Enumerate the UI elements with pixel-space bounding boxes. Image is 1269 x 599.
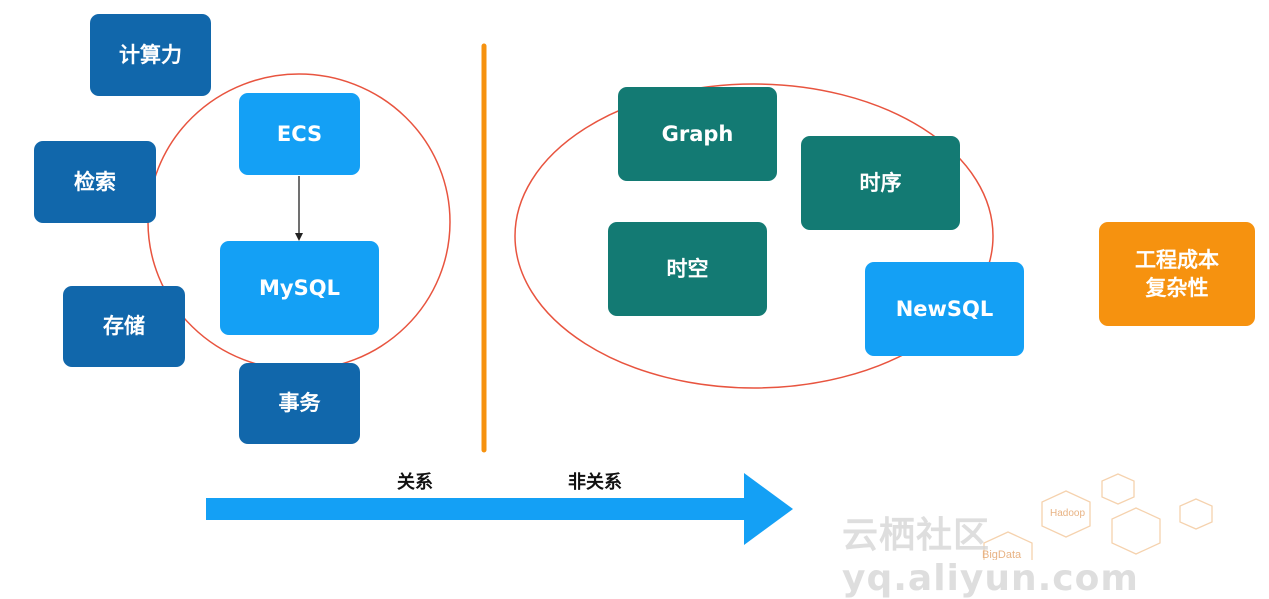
newsql-label: NewSQL — [895, 296, 994, 321]
graph-label: Graph — [661, 121, 734, 146]
spatial-label: 时空 — [666, 256, 709, 281]
nonrelational-axis-label: 非关系 — [568, 472, 622, 493]
mysql-box: MySQL — [220, 241, 379, 335]
engineering-cost-line1: 工程成本 — [1135, 247, 1219, 272]
ecs-to-mysql-arrowhead — [295, 233, 303, 241]
transaction-label: 事务 — [278, 391, 321, 416]
watermark-text: 云栖社区 yq.aliyun.com — [842, 515, 1139, 599]
timeseries-box: 时序 — [801, 136, 960, 230]
compute-label: 计算力 — [119, 42, 182, 67]
spatial-box: 时空 — [608, 222, 767, 316]
storage-label: 存储 — [103, 314, 145, 339]
axis-arrow-shaft — [206, 498, 754, 520]
diagram-lines: Hadoop BigData — [147, 43, 1213, 560]
axis-arrow-head — [744, 473, 793, 545]
engineering-cost-box: 工程成本 复杂性 — [1099, 222, 1255, 326]
watermark-hadoop: Hadoop — [1050, 508, 1085, 519]
search-box: 检索 — [34, 141, 156, 223]
ecs-label: ECS — [276, 121, 323, 146]
ecs-box: ECS — [239, 93, 360, 175]
compute-box: 计算力 — [90, 14, 211, 96]
graph-box: Graph — [618, 87, 777, 181]
engineering-cost-line2: 复杂性 — [1145, 276, 1209, 300]
search-label: 检索 — [74, 169, 116, 194]
newsql-box: NewSQL — [865, 262, 1024, 356]
nonrelational-ellipse — [514, 83, 994, 389]
transaction-box: 事务 — [239, 363, 360, 444]
relational-axis-label: 关系 — [397, 472, 433, 493]
mysql-label: MySQL — [259, 275, 340, 300]
storage-box: 存储 — [63, 286, 185, 367]
timeseries-label: 时序 — [859, 170, 902, 195]
watermark-bigdata: BigData — [982, 549, 1022, 560]
watermark-hexagons — [983, 473, 1213, 560]
